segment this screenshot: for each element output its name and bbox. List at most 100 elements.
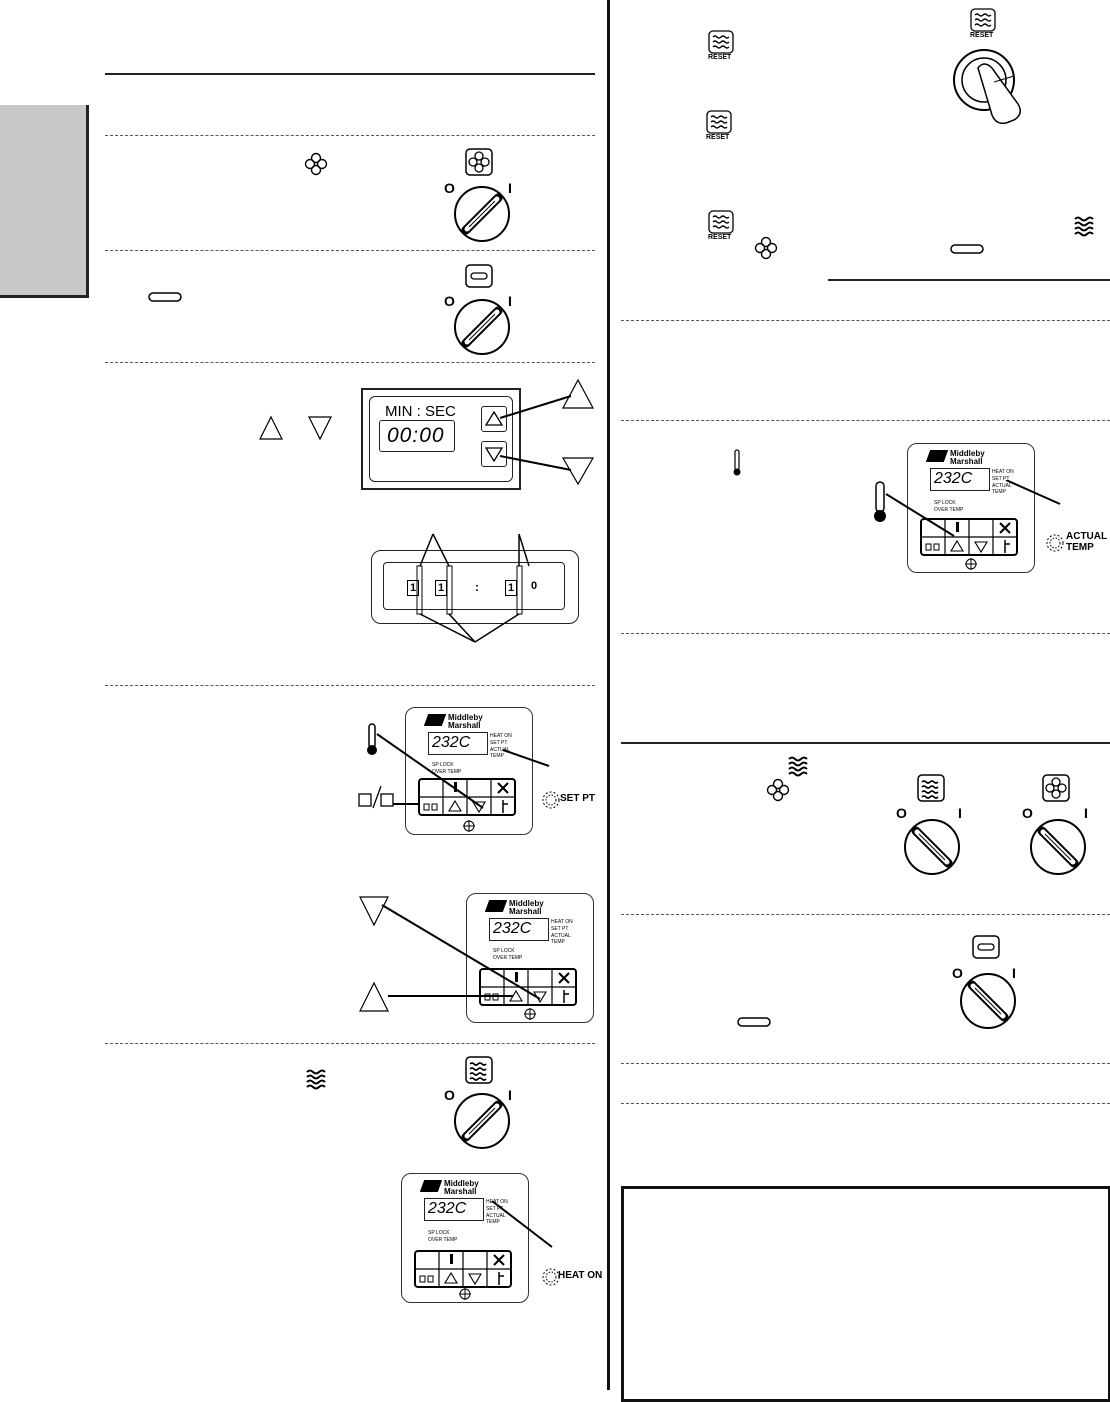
fan-switch[interactable]: O I — [1022, 805, 1102, 885]
reset-symbol-icon — [459, 1288, 471, 1300]
rotary-knob — [960, 973, 1016, 1029]
thumbwheel-digit[interactable]: 1 — [407, 580, 420, 596]
switch-on-label: I — [508, 1087, 512, 1103]
timer-title: MIN : SEC — [385, 403, 456, 420]
heat-icon — [788, 756, 808, 777]
led-sp-lock: SP LOCK — [432, 762, 454, 768]
temperature-controller: Middleby Marshall 232C HEAT ON SET PT AC… — [401, 1173, 529, 1303]
fan-icon — [465, 148, 493, 176]
conveyor-switch[interactable]: O I — [444, 293, 524, 355]
controller-keypad[interactable] — [479, 968, 579, 1008]
switch-off-label: O — [444, 180, 455, 196]
led-heat-on: HEAT ON — [551, 919, 573, 925]
brand-line2: Marshall — [950, 457, 983, 466]
thumbwheel-digit[interactable]: 0 — [531, 580, 538, 592]
glow-icon — [542, 1268, 560, 1286]
heat-on-indicator: HEAT ON — [558, 1270, 603, 1281]
rotary-knob — [904, 819, 960, 875]
temp-display: 232C — [934, 470, 973, 487]
arrow-callouts — [359, 896, 541, 1012]
led-set-pt: SET PT — [490, 740, 508, 746]
temperature-controller: Middleby Marshall 232C HEAT ON SET PT AC… — [405, 707, 533, 835]
led-over-temp: OVER TEMP — [934, 507, 964, 513]
section-tab — [0, 105, 89, 298]
heat-icon — [465, 1056, 493, 1084]
led-sp-lock: SP LOCK — [493, 948, 515, 954]
controller-keypad[interactable] — [418, 778, 518, 818]
timer-up-button[interactable] — [481, 406, 507, 432]
led-over-temp: OVER TEMP — [432, 769, 462, 775]
switch-on-label: I — [508, 293, 512, 309]
switch-off-label: O — [444, 1087, 455, 1103]
heat-on-callout — [491, 1200, 553, 1248]
led-set-pt: SET PT — [992, 476, 1010, 482]
temp-display: 232C — [493, 920, 532, 937]
temp-display: 232C — [432, 734, 471, 751]
divider — [105, 1043, 595, 1044]
switch-off-label: O — [444, 293, 455, 309]
reset-symbol-icon — [463, 820, 475, 832]
divider — [621, 320, 1110, 321]
switch-on-label: I — [958, 805, 962, 821]
controller-keypad[interactable] — [414, 1250, 514, 1290]
temperature-controller: Middleby Marshall 232C HEAT ON SET PT AC… — [907, 443, 1035, 573]
reset-button-illustration[interactable]: RESET — [942, 8, 1038, 124]
actual-temp-indicator: ACTUAL TEMP — [1066, 531, 1107, 553]
thumbwheel-colon: : — [475, 580, 479, 594]
divider — [621, 420, 1110, 421]
timer-down-button[interactable] — [481, 441, 507, 467]
led-actual-temp: ACTUAL TEMP — [551, 933, 571, 945]
conveyor-icon — [148, 292, 182, 302]
section-rule — [828, 279, 1110, 281]
actual-temp-callouts — [874, 480, 1061, 537]
temp-display: 232C — [428, 1200, 467, 1217]
thumbwheel-callouts — [416, 533, 530, 643]
brand-line1: Middleby — [950, 449, 985, 458]
divider — [105, 362, 595, 363]
divider — [621, 1063, 1110, 1064]
heat-switch[interactable]: O I — [444, 1087, 524, 1149]
led-sp-lock: SP LOCK — [934, 500, 956, 506]
heat-icon — [1074, 216, 1094, 237]
conveyor-icon — [465, 264, 493, 288]
section-rule — [621, 742, 1110, 744]
led-sp-lock: SP LOCK — [428, 1230, 450, 1236]
up-down-arrows — [259, 415, 332, 441]
led-over-temp: OVER TEMP — [428, 1237, 458, 1243]
divider — [105, 135, 595, 136]
rotary-knob — [454, 1093, 510, 1149]
brand-line1: Middleby — [509, 899, 544, 908]
led-set-pt: SET PT — [486, 1206, 504, 1212]
switch-off-label: O — [896, 805, 907, 821]
heat-icon — [917, 774, 945, 802]
heat-switch[interactable]: O I — [896, 805, 976, 885]
led-heat-on: HEAT ON — [992, 469, 1014, 475]
heat-icon — [970, 8, 996, 32]
heat-icon — [306, 1069, 326, 1090]
led-actual-temp: ACTUAL TEMP — [992, 483, 1012, 495]
reset-label: RESET — [708, 234, 732, 241]
brand-line2: Marshall — [509, 907, 542, 916]
reset-label: RESET — [708, 54, 732, 61]
conveyor-switch[interactable]: O I — [952, 965, 1032, 1031]
switch-off-label: O — [952, 965, 963, 981]
fan-switch[interactable]: O I — [444, 180, 524, 242]
reset-label: RESET — [970, 32, 994, 39]
note-box — [621, 1186, 1110, 1402]
fan-icon — [1042, 774, 1070, 802]
brand-logo — [419, 1180, 443, 1192]
glow-icon — [542, 791, 560, 809]
rotary-knob — [454, 186, 510, 242]
temperature-controller: Middleby Marshall 232C HEAT ON SET PT AC… — [466, 893, 594, 1023]
controller-keypad[interactable] — [920, 518, 1020, 558]
brand-line1: Middleby — [444, 1179, 479, 1188]
divider — [105, 685, 595, 686]
switch-on-label: I — [1084, 805, 1088, 821]
conveyor-icon — [737, 1017, 771, 1027]
reset-symbol-icon — [965, 558, 977, 570]
setpt-callouts — [358, 723, 550, 809]
rotary-knob — [454, 299, 510, 355]
fan-icon — [304, 152, 328, 176]
rotary-knob — [1030, 819, 1086, 875]
led-set-pt: SET PT — [551, 926, 569, 932]
